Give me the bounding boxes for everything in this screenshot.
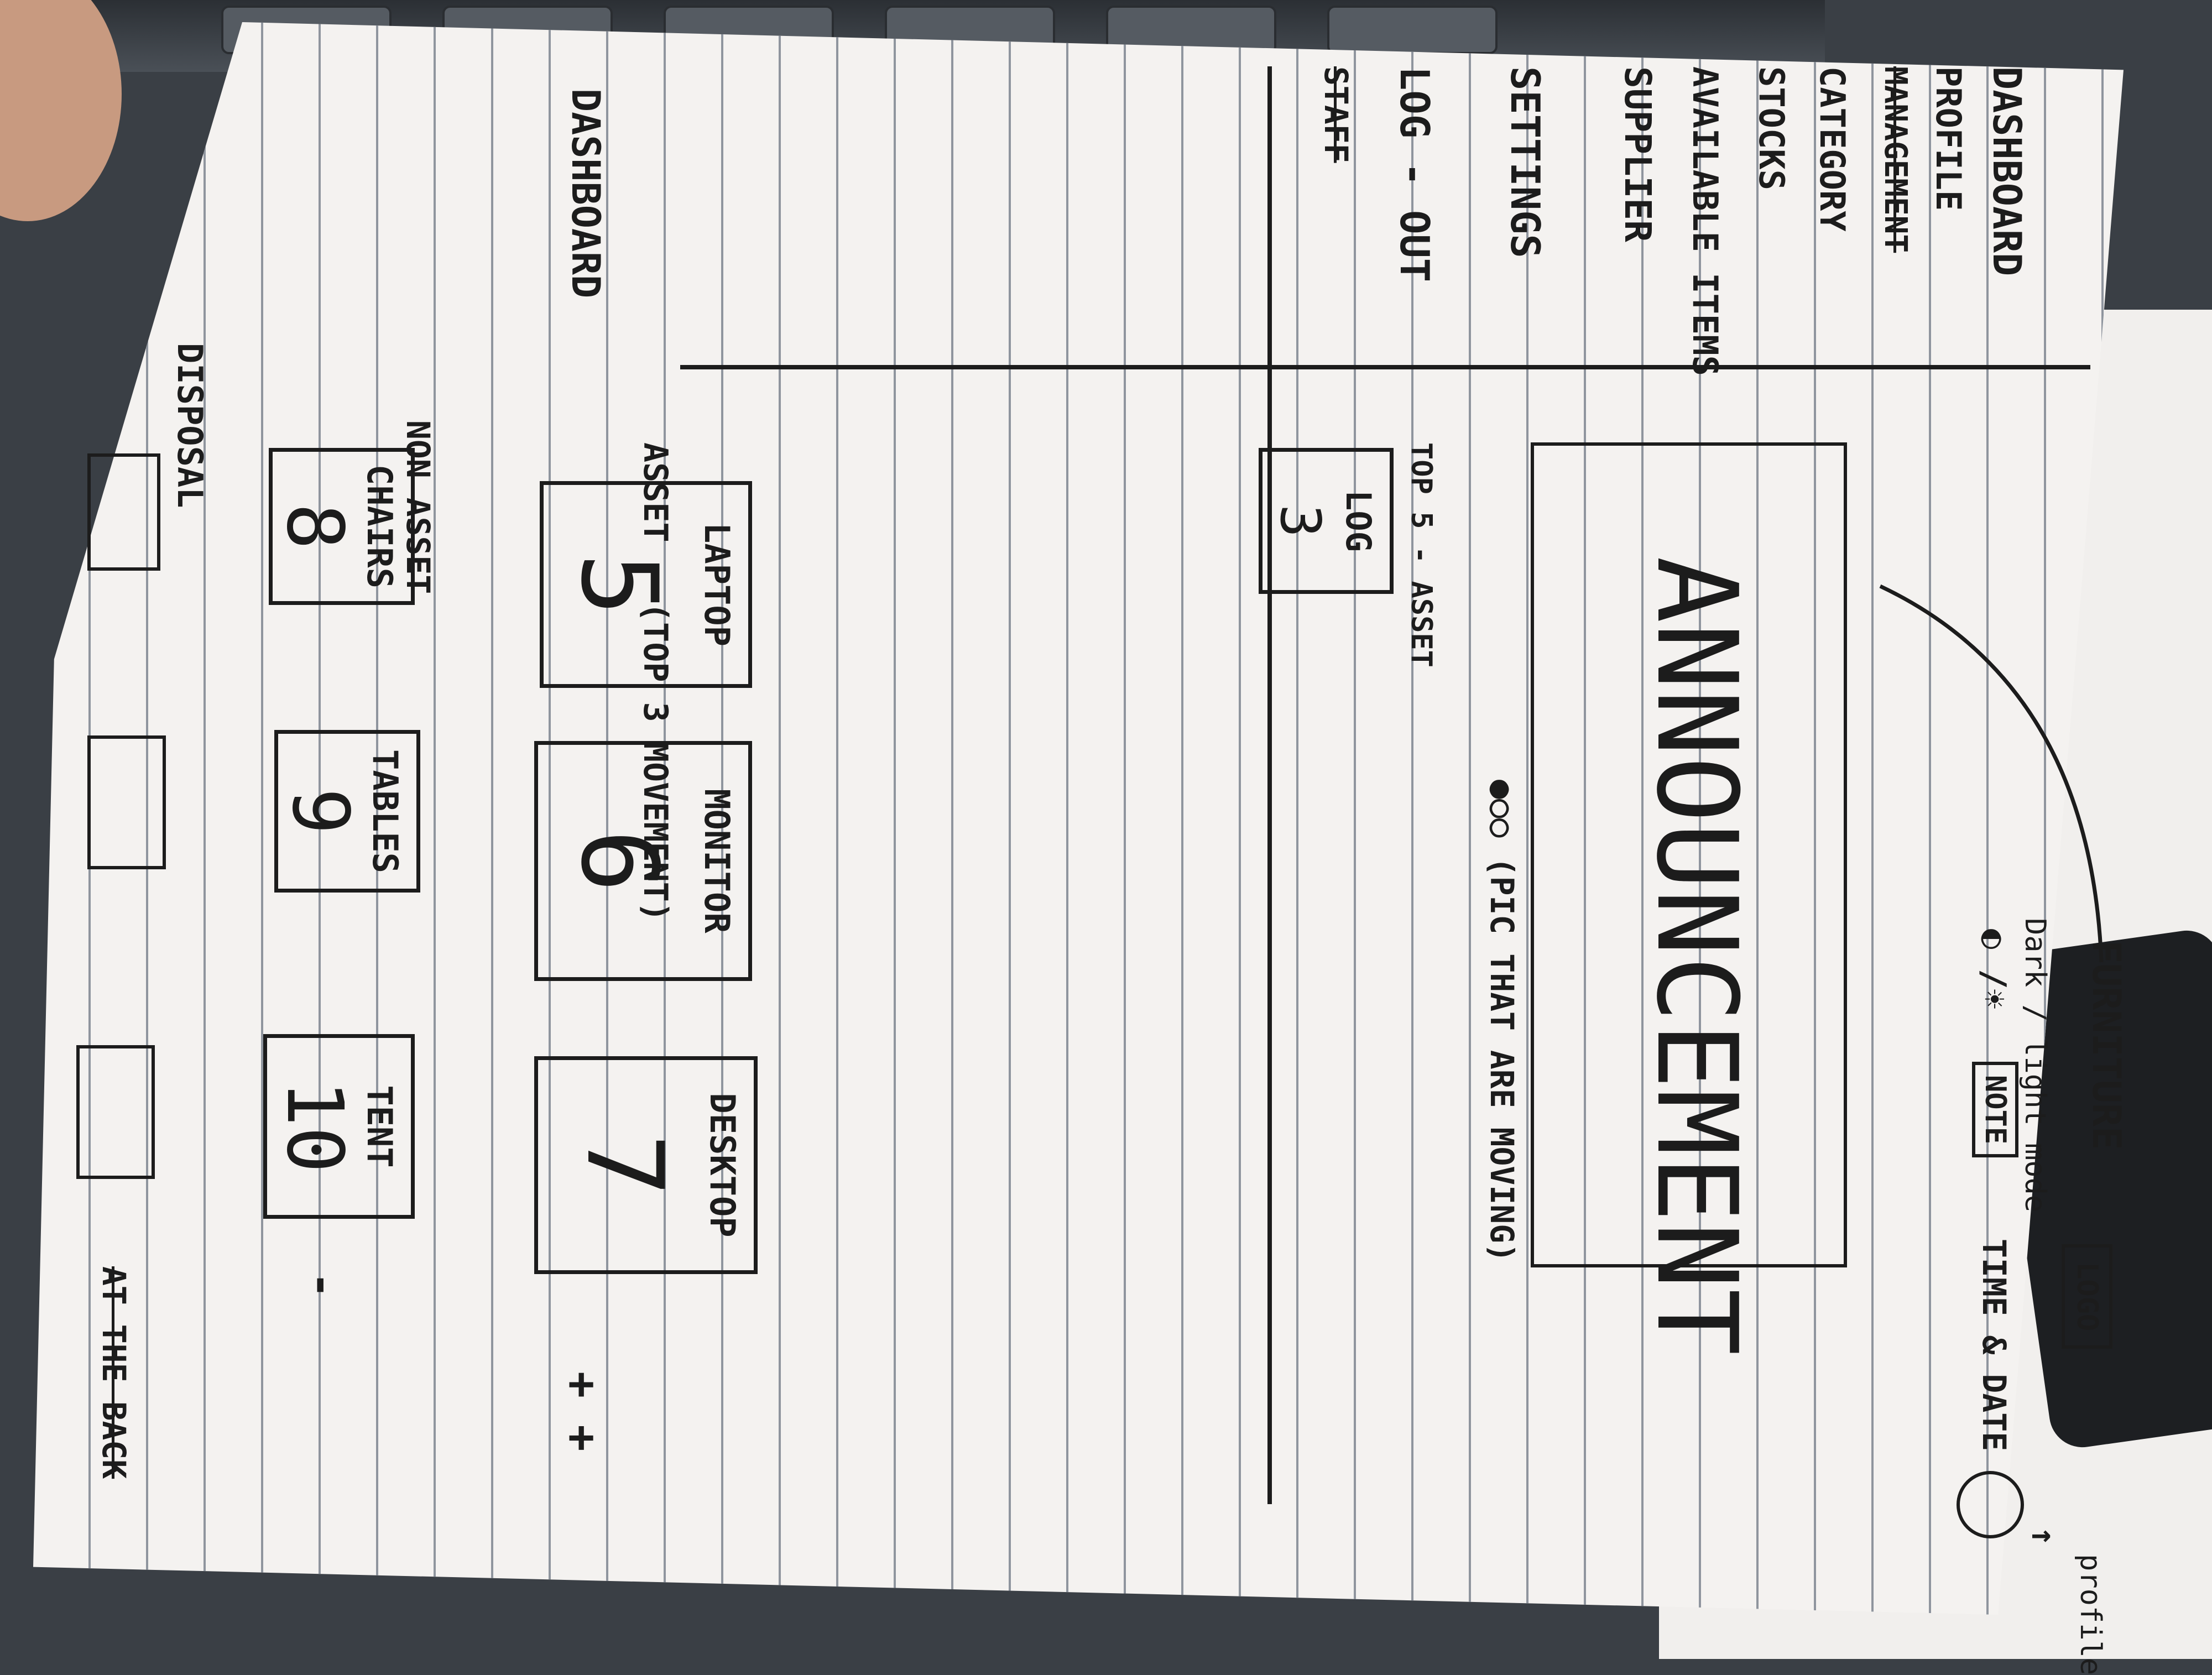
section-divider <box>1267 66 1272 1504</box>
asset-card-label: LAPTOP <box>697 523 737 646</box>
sidebar-item-stocks[interactable]: STOCKS <box>1751 66 1792 190</box>
sidebar-item-management[interactable]: MANAGEMENT <box>1877 66 1913 253</box>
announcement-banner: ANNOUNCEMENT <box>1531 442 1847 1355</box>
carousel-dots-caption: ●○○ (PIC THAT ARE MOVING) <box>1483 780 1521 1262</box>
sidebar-item-logout[interactable]: LOG - OUT <box>1391 66 1438 283</box>
asset-card-value: 5 <box>558 552 680 617</box>
profile-arrow-icon: ↑ <box>2024 1526 2063 1547</box>
disposal-label: DISPOSAL <box>170 343 210 508</box>
sidebar-item-settings[interactable]: SETTINGS <box>1502 66 1548 258</box>
lined-paper <box>33 22 2124 1615</box>
asset-card-laptop[interactable]: LAPTOP 5 <box>540 481 752 688</box>
asset-card-monitor[interactable]: MONITOR 6 <box>534 741 752 981</box>
asset-card-value: 6 <box>558 829 680 893</box>
sidebar-item-dashboard[interactable]: DASHBOARD <box>1984 66 2030 276</box>
non-asset-card-label: TABLES <box>365 749 405 873</box>
non-asset-card-label: TENT <box>359 1085 400 1168</box>
profile-label: profile <box>2074 1554 2107 1675</box>
dash-mark: - <box>297 1272 348 1299</box>
asset-card-value: 7 <box>564 1133 686 1197</box>
top5-card-value: 3 <box>1268 504 1333 538</box>
non-asset-card-chairs[interactable]: CHAIRS 8 <box>269 448 415 605</box>
disposal-box[interactable] <box>76 1045 155 1179</box>
note-button[interactable]: NOTE <box>1972 1062 2018 1158</box>
sketch-content: FURNITURE Dark / light mode ◐ /☀ NOTE TI… <box>44 22 2146 1675</box>
sidebar-item-supplier[interactable]: SUPPLIER <box>1616 66 1659 242</box>
sidebar-divider <box>680 365 2090 369</box>
top5-label: TOP 5 - ASSET <box>1405 442 1438 667</box>
top5-card-label: LOG <box>1338 490 1379 552</box>
sidebar-item-category[interactable]: CATEGORY <box>1812 66 1853 232</box>
sidebar-item-available-items[interactable]: AVAILABLE ITEMS <box>1685 66 1725 376</box>
disposal-box[interactable] <box>87 453 160 571</box>
non-asset-card-value: 9 <box>275 787 365 835</box>
non-asset-card-value: 10 <box>269 1079 359 1173</box>
time-date: TIME & DATE <box>1975 1239 2013 1452</box>
at-the-back-note: AT THE BACK <box>95 1266 133 1479</box>
non-asset-card-value: 8 <box>269 503 359 550</box>
top5-card[interactable]: LOG 3 <box>1259 448 1394 594</box>
header-curve <box>1879 584 2104 963</box>
non-asset-card-tables[interactable]: TABLES 9 <box>274 730 420 893</box>
avatar[interactable] <box>1957 1471 2024 1538</box>
asset-card-desktop[interactable]: DESKTOP 7 <box>534 1056 758 1274</box>
dashboard-title: DASHBOARD <box>563 88 608 299</box>
logo: LOGO <box>2062 1244 2112 1349</box>
asset-card-label: DESKTOP <box>702 1093 743 1238</box>
plus-marks: + + <box>557 1371 608 1452</box>
non-asset-card-label: CHAIRS <box>359 465 400 588</box>
non-asset-card-tent[interactable]: TENT 10 <box>263 1034 415 1219</box>
announcement-title: ANNOUNCEMENT <box>1632 556 1761 1355</box>
sidebar-item-staff-struck: STAFF <box>1317 66 1355 163</box>
sidebar-item-profile[interactable]: PROFILE <box>1928 66 1969 211</box>
keyboard-key <box>1327 6 1498 54</box>
asset-card-label: MONITOR <box>697 789 737 933</box>
disposal-box[interactable] <box>87 735 166 869</box>
